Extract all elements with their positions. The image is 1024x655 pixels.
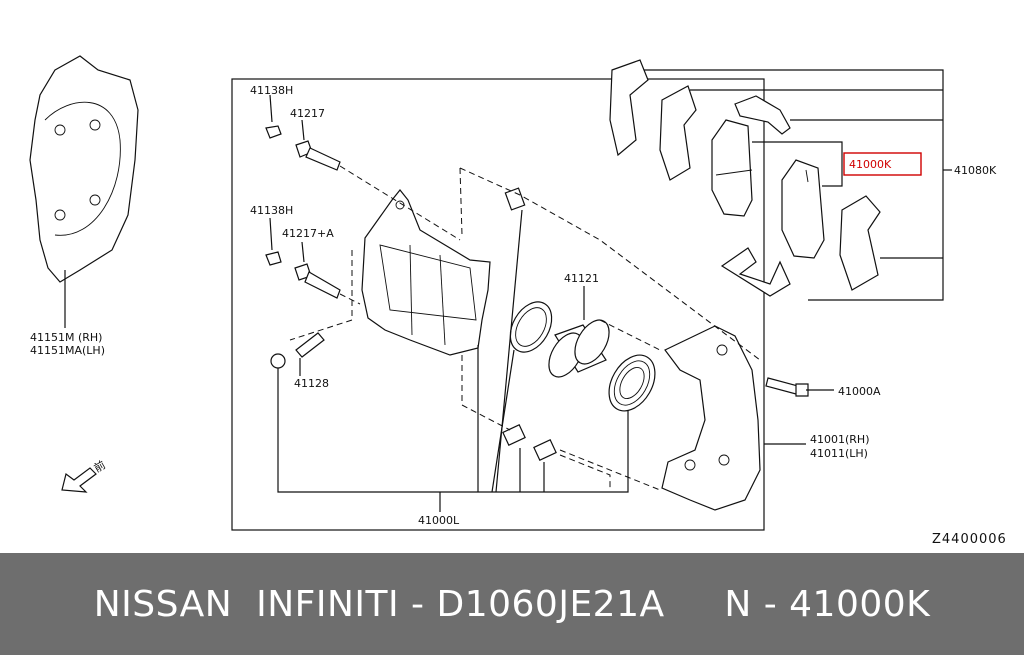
leader-line [495, 209, 523, 493]
leader-41000L [277, 368, 629, 493]
assembly-line [339, 293, 361, 305]
label-41138H-upper: 41138H [250, 84, 293, 97]
assembly-line [461, 355, 511, 431]
label-41217A: 41217+A [282, 227, 334, 240]
pin-boot-lower-a [502, 424, 526, 446]
pin-boot-lower-b [533, 439, 557, 461]
highlight-box-41000K [843, 152, 922, 176]
backing-plate-part [29, 55, 139, 328]
label-41011: 41011(LH) [810, 447, 868, 460]
assembly-line [459, 167, 761, 361]
footer-text: NISSAN INFINITI - D1060JE21A N - 41000K [93, 583, 931, 625]
assembly-frame [231, 78, 765, 531]
dust-boot-part [608, 354, 656, 412]
label-41080K: 41080K [954, 164, 997, 177]
assembly-line [459, 167, 463, 236]
label-41000K: 41000K [849, 158, 892, 171]
piston-41121-part [548, 286, 610, 378]
bolt-41000A [765, 377, 809, 397]
bolt-41217A [294, 241, 341, 299]
assembly-line [559, 454, 611, 488]
part-number-footer: NISSAN INFINITI - D1060JE21A N - 41000K [0, 553, 1024, 655]
pin-boot-upper [504, 187, 526, 211]
label-41000L: 41000L [418, 514, 460, 527]
label-41121: 41121 [564, 272, 599, 285]
leader-41000K [752, 141, 843, 187]
label-41138H-lower: 41138H [250, 204, 293, 217]
figure-code: Z4400006 [932, 532, 1007, 547]
pad-clip-lower-part [720, 247, 791, 297]
front-arrow-icon [61, 467, 97, 493]
parts-diagram: 41138H 41217 41138H 41217+A 41128 41121 … [29, 55, 1007, 547]
shim-outer-part [609, 59, 697, 181]
caliper-support-part [661, 325, 806, 511]
bolt-41138H-lower [265, 217, 282, 266]
label-41000A: 41000A [838, 385, 881, 398]
caliper-body-part [361, 189, 491, 356]
brake-pad-inner-part [781, 159, 825, 259]
kit-bracket [640, 69, 944, 301]
bleeder-41128 [270, 332, 325, 376]
bolt-41138H-upper [265, 94, 282, 139]
label-41151MA: 41151MA(LH) [30, 344, 105, 357]
assembly-line [339, 165, 461, 241]
label-41128: 41128 [294, 377, 329, 390]
label-41001: 41001(RH) [810, 433, 870, 446]
assembly-line [599, 319, 661, 351]
assembly-line [289, 250, 353, 341]
pad-clip-upper-part [734, 95, 791, 135]
bolt-41217 [295, 119, 341, 171]
shim-inner-part [839, 195, 881, 291]
brake-pad-outer-part [711, 119, 753, 217]
assembly-line [559, 449, 661, 491]
label-41217: 41217 [290, 107, 325, 120]
piston-seal-part [509, 301, 553, 353]
label-41151M: 41151M (RH) [30, 331, 102, 344]
